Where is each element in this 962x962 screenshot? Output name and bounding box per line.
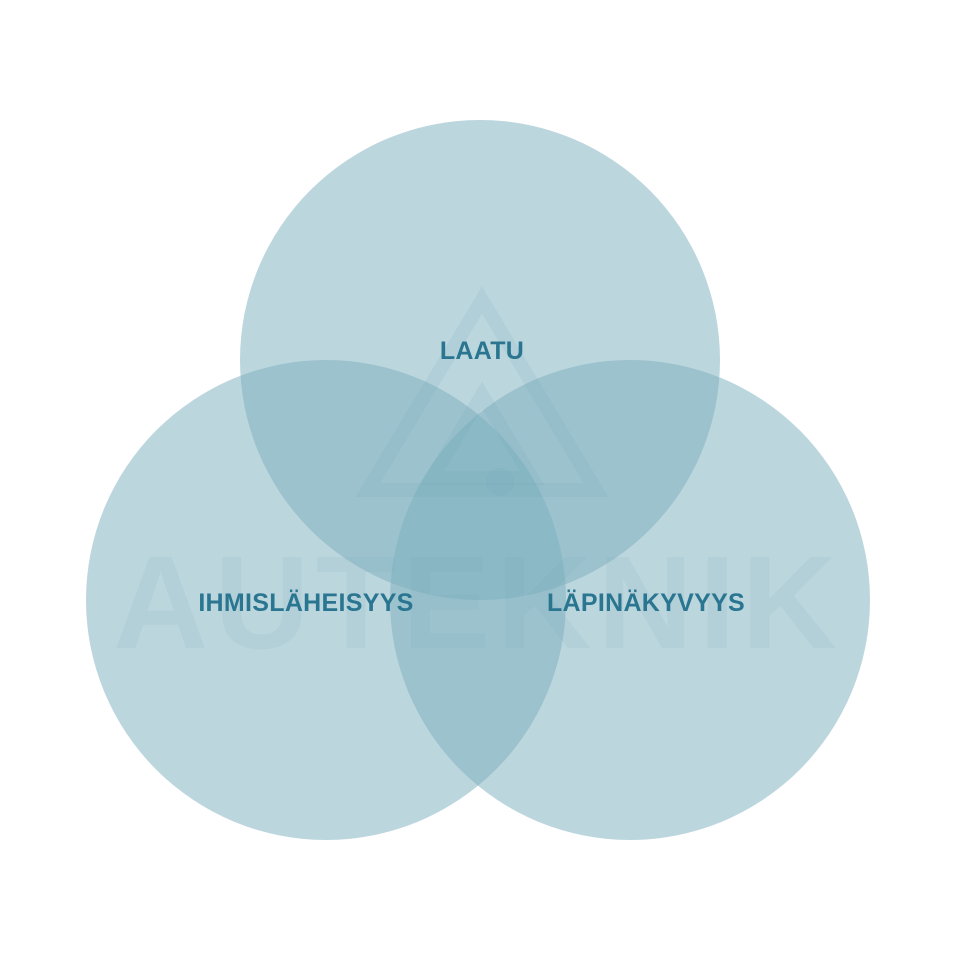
label-ihmislaheisyys: IHMISLÄHEISYYS [198,589,413,617]
auteknik-logo-icon [355,286,609,497]
venn-circle-lapinakyvyys [390,360,870,840]
label-lapinakyvyys: LÄPINÄKYVYYS [547,589,745,617]
watermark-text: AUTEKNIK [113,529,843,676]
label-laatu: LAATU [440,337,524,365]
watermark: AUTEKNIK [113,286,843,676]
